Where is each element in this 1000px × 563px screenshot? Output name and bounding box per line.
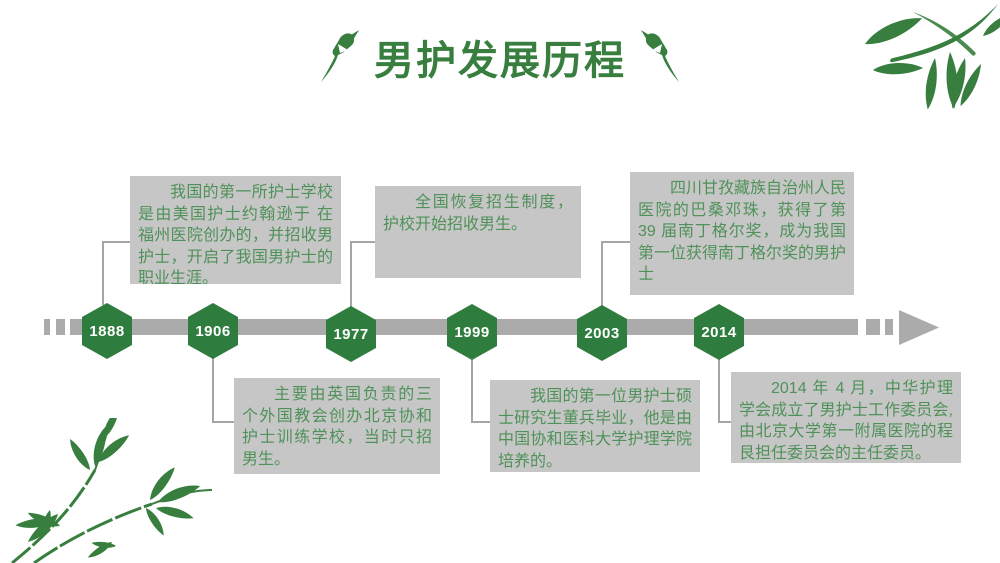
timeline-start-dash-3	[70, 319, 84, 335]
event-box-1977: 全国恢复招生制度，护校开始招收男生。	[375, 186, 581, 278]
event-text: 我国的第一所护士学校是由美国护士约翰逊于 在福州医院创办的，并招收男护士，开启了…	[138, 184, 333, 284]
page-title: 男护发展历程	[374, 39, 626, 83]
year-label: 1977	[333, 325, 369, 343]
connector-1888	[102, 241, 130, 305]
year-label: 2003	[584, 324, 620, 342]
timeline-node-1906: 1906	[188, 303, 238, 359]
connector-2003	[601, 241, 630, 307]
connector-1999	[471, 358, 490, 423]
event-box-2003: 四川甘孜藏族自治州人民医院的巴桑邓珠，获得了第39 届南丁格尔奖，成为我国第一位…	[630, 172, 854, 295]
event-text: 四川甘孜藏族自治州人民医院的巴桑邓珠，获得了第39 届南丁格尔奖，成为我国第一位…	[638, 180, 847, 283]
timeline-node-1977: 1977	[326, 306, 376, 362]
bamboo-branch-icon	[861, 4, 1000, 111]
connector-2014	[718, 357, 732, 423]
event-text: 主要由英国负责的三个外国教会创办北京协和护士训练学校，当时只招男生。	[242, 386, 432, 468]
event-box-1999: 我国的第一位男护士硕士研究生董兵毕业，他是由中国协和医科大学护理学院培养的。	[490, 380, 700, 472]
year-label: 1906	[195, 322, 231, 340]
year-label: 1999	[454, 323, 490, 341]
connector-1977	[350, 241, 375, 308]
timeline-node-2003: 2003	[577, 305, 627, 361]
timeline-node-2014: 2014	[694, 304, 744, 360]
event-box-1906: 主要由英国负责的三个外国教会创办北京协和护士训练学校，当时只招男生。	[234, 378, 440, 474]
timeline-end-dash-2	[885, 319, 893, 335]
swallow-bird-right-icon	[641, 30, 679, 82]
bamboo-leaves-icon	[11, 418, 213, 563]
timeline-end-dash-1	[866, 319, 880, 335]
timeline-node-1888: 1888	[82, 303, 132, 359]
event-text: 2014 年 4 月，中华护理学会成立了男护士工作委员会,由北京大学第一附属医院…	[739, 380, 953, 462]
event-text: 全国恢复招生制度，护校开始招收男生。	[383, 194, 573, 233]
year-label: 2014	[701, 323, 737, 341]
timeline-node-1999: 1999	[447, 304, 497, 360]
title-row: 男护发展历程	[0, 28, 1000, 86]
timeline-arrowhead-icon	[899, 310, 939, 345]
event-box-2014: 2014 年 4 月，中华护理学会成立了男护士工作委员会,由北京大学第一附属医院…	[731, 372, 961, 463]
swallow-bird-left-icon	[321, 30, 359, 82]
event-text: 我国的第一位男护士硕士研究生董兵毕业，他是由中国协和医科大学护理学院培养的。	[498, 388, 692, 470]
timeline-start-dash-2	[56, 319, 65, 335]
event-box-1888: 我国的第一所护士学校是由美国护士约翰逊于 在福州医院创办的，并招收男护士，开启了…	[130, 176, 341, 284]
connector-1906	[212, 357, 234, 423]
year-label: 1888	[89, 322, 125, 340]
timeline-start-dash-1	[44, 319, 50, 335]
